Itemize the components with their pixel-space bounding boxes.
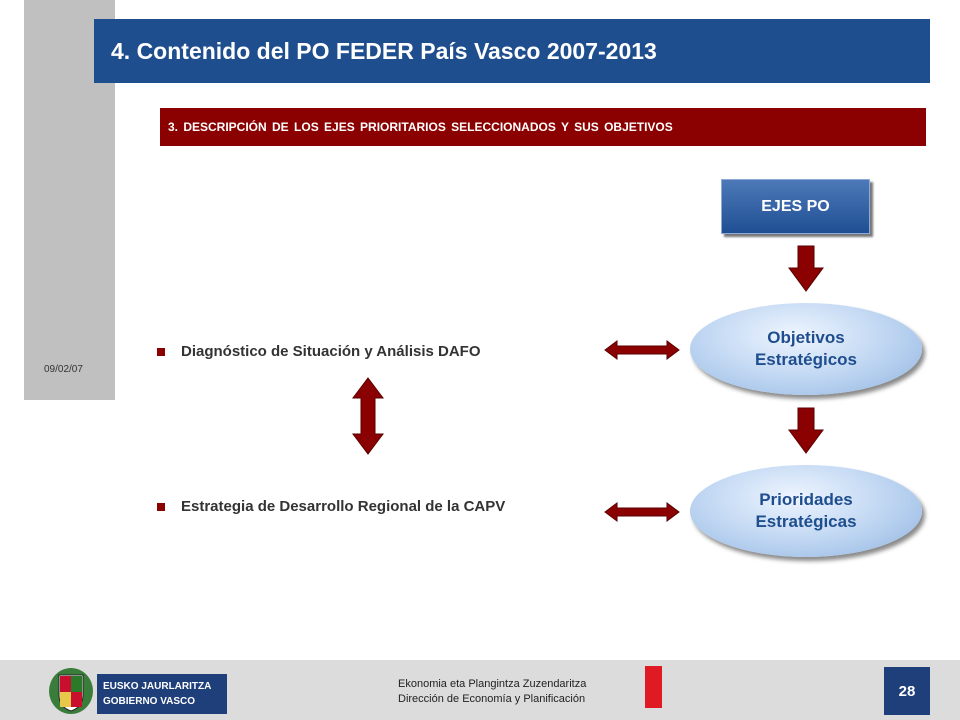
prioridades-estrategicas-ellipse: Prioridades Estratégicas: [690, 465, 922, 557]
objetivos-estrategicos-ellipse: Objetivos Estratégicos: [690, 303, 922, 395]
footer-org-line2: Dirección de Economía y Planificación: [398, 693, 586, 705]
double-arrow-vertical-icon: [352, 377, 384, 455]
ellipse-top-line1: Objetivos: [767, 328, 845, 347]
bullet-text: Diagnóstico de Situación y Análisis DAFO: [181, 343, 481, 360]
page-number: 28: [884, 667, 930, 715]
footer-org-line1: Ekonomia eta Plangintza Zuzendaritza: [398, 678, 587, 690]
bullet-text: Estrategia de Desarrollo Regional de la …: [181, 498, 506, 515]
ellipse-top-line2: Estratégicos: [754, 350, 858, 369]
ellipse-bottom-line1: Prioridades: [759, 490, 853, 509]
logo-line2: GOBIERNO VASCO: [103, 696, 196, 707]
government-logo-text: EUSKO JAURLARITZA GOBIERNO VASCO: [97, 674, 227, 714]
ellipse-bottom-line2: Estratégicas: [755, 512, 857, 531]
down-arrow-icon: [788, 245, 824, 292]
bullet-item: Estrategia de Desarrollo Regional de la …: [157, 498, 505, 515]
footer-organization: Ekonomia eta Plangintza Zuzendaritza Dir…: [398, 677, 586, 707]
logo-line1: EUSKO JAURLARITZA: [103, 681, 212, 692]
down-arrow-icon: [788, 407, 824, 454]
section-heading: 3. DESCRIPCIÓN DE LOS EJES PRIORITARIOS …: [160, 108, 926, 146]
coat-of-arms-logo: [49, 668, 93, 714]
slide-title: 4. Contenido del PO FEDER País Vasco 200…: [94, 19, 930, 83]
date-label: 09/02/07: [44, 364, 83, 375]
double-arrow-horizontal-icon: [604, 340, 680, 360]
ejes-po-box: EJES PO: [721, 179, 870, 234]
bullet-square-icon: [157, 502, 165, 511]
double-arrow-horizontal-icon: [604, 502, 680, 522]
red-accent-block: [645, 666, 662, 708]
bullet-item: Diagnóstico de Situación y Análisis DAFO: [157, 343, 481, 360]
bullet-square-icon: [157, 347, 165, 356]
